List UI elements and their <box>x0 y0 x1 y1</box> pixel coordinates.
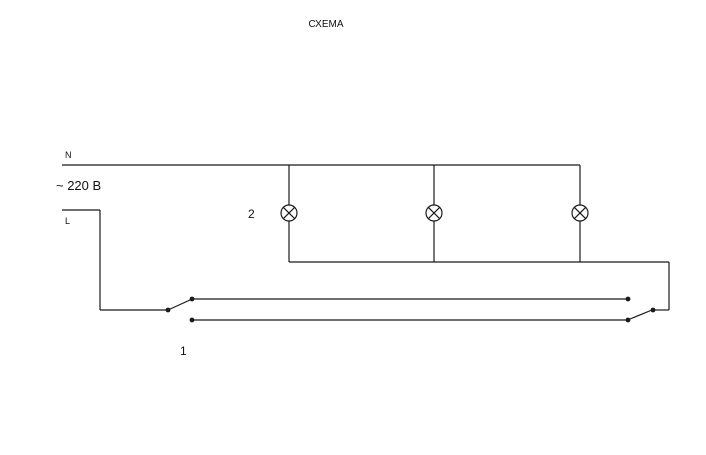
line-label: L <box>65 216 70 226</box>
lamp-group-label: 2 <box>248 207 255 221</box>
diagram-title: СХЕМА <box>309 19 344 30</box>
changeover-switch-1-icon <box>165 296 195 323</box>
voltage-label: ~ 220 В <box>56 178 101 193</box>
neutral-label: N <box>65 150 72 160</box>
lamp-icon <box>280 204 298 222</box>
lamp-icon <box>571 204 589 222</box>
switch-label: 1 <box>180 344 187 358</box>
changeover-switch-2-icon <box>625 296 656 323</box>
lamp-icon <box>425 204 443 222</box>
